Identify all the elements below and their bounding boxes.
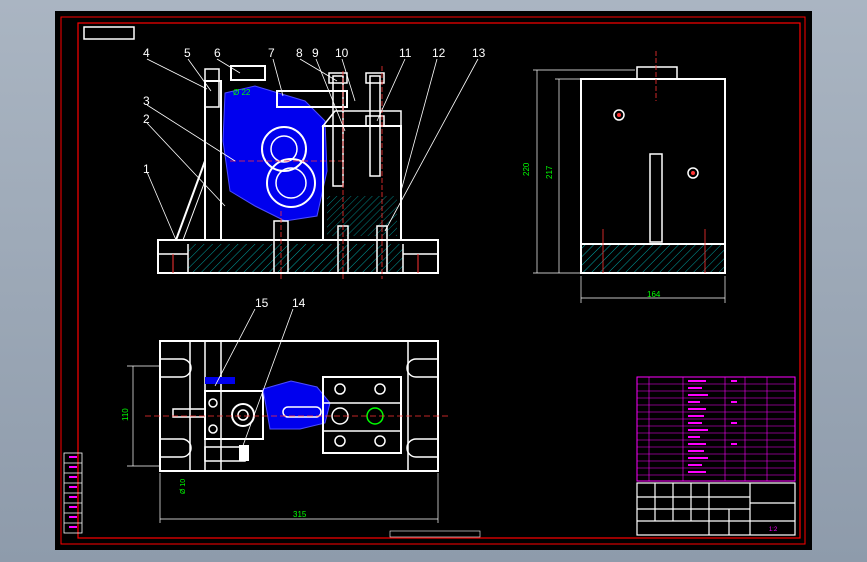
side-height-outer-dim: 220 (522, 162, 531, 176)
part-label-13: 13 (472, 46, 486, 60)
plan-view: 110 315 Ø 10 15 14 (121, 296, 450, 523)
part-label-14: 14 (292, 296, 306, 310)
part-label-8: 8 (296, 46, 303, 60)
stud-left (332, 75, 344, 187)
side-height-inner-dim: 217 (545, 165, 554, 179)
top-clamp (230, 65, 266, 81)
plan-height-dim: 110 (121, 408, 130, 421)
side-slot (649, 153, 663, 243)
engineering-drawing: Ø 22 1 (60, 16, 806, 545)
front-view: Ø 22 1 (143, 46, 486, 279)
plan-width-dim: 315 (293, 510, 307, 519)
drawing-number-box (83, 26, 135, 40)
plan-base (159, 340, 439, 472)
parts-list-table (636, 376, 796, 482)
bottom-scale-bar (389, 530, 481, 538)
front-dia-dim: Ø 22 (233, 88, 251, 97)
part-label-6: 6 (214, 46, 221, 60)
part-label-9: 9 (312, 46, 319, 60)
part-label-3: 3 (143, 94, 150, 108)
part-label-15: 15 (255, 296, 269, 310)
part-label-5: 5 (184, 46, 191, 60)
workpiece (222, 85, 328, 222)
base-hatch (188, 244, 403, 272)
inner-border (77, 22, 801, 539)
cad-viewport[interactable]: Ø 22 1 (55, 11, 812, 550)
side-view: 220 217 164 (522, 51, 726, 303)
base-plate (157, 239, 439, 274)
title-block (636, 482, 796, 536)
support-column (204, 80, 222, 241)
outer-border (60, 16, 806, 545)
side-width-dim: 164 (647, 290, 661, 299)
part-label-1: 1 (143, 162, 150, 176)
part-label-4: 4 (143, 46, 150, 60)
drawing-scale: 1:2 (769, 527, 778, 533)
support-rib (175, 160, 206, 241)
part-label-11: 11 (399, 46, 412, 60)
plan-dia-dim: Ø 10 (180, 479, 187, 494)
part-label-7: 7 (268, 46, 275, 60)
part-label-10: 10 (335, 46, 349, 60)
revision-strip (63, 452, 83, 534)
part-label-2: 2 (143, 112, 150, 126)
leader-lines (146, 58, 479, 241)
part-label-12: 12 (432, 46, 446, 60)
plan-workpiece (262, 380, 331, 430)
plan-clamp-plate (204, 390, 264, 440)
clamp-lever (276, 90, 348, 108)
